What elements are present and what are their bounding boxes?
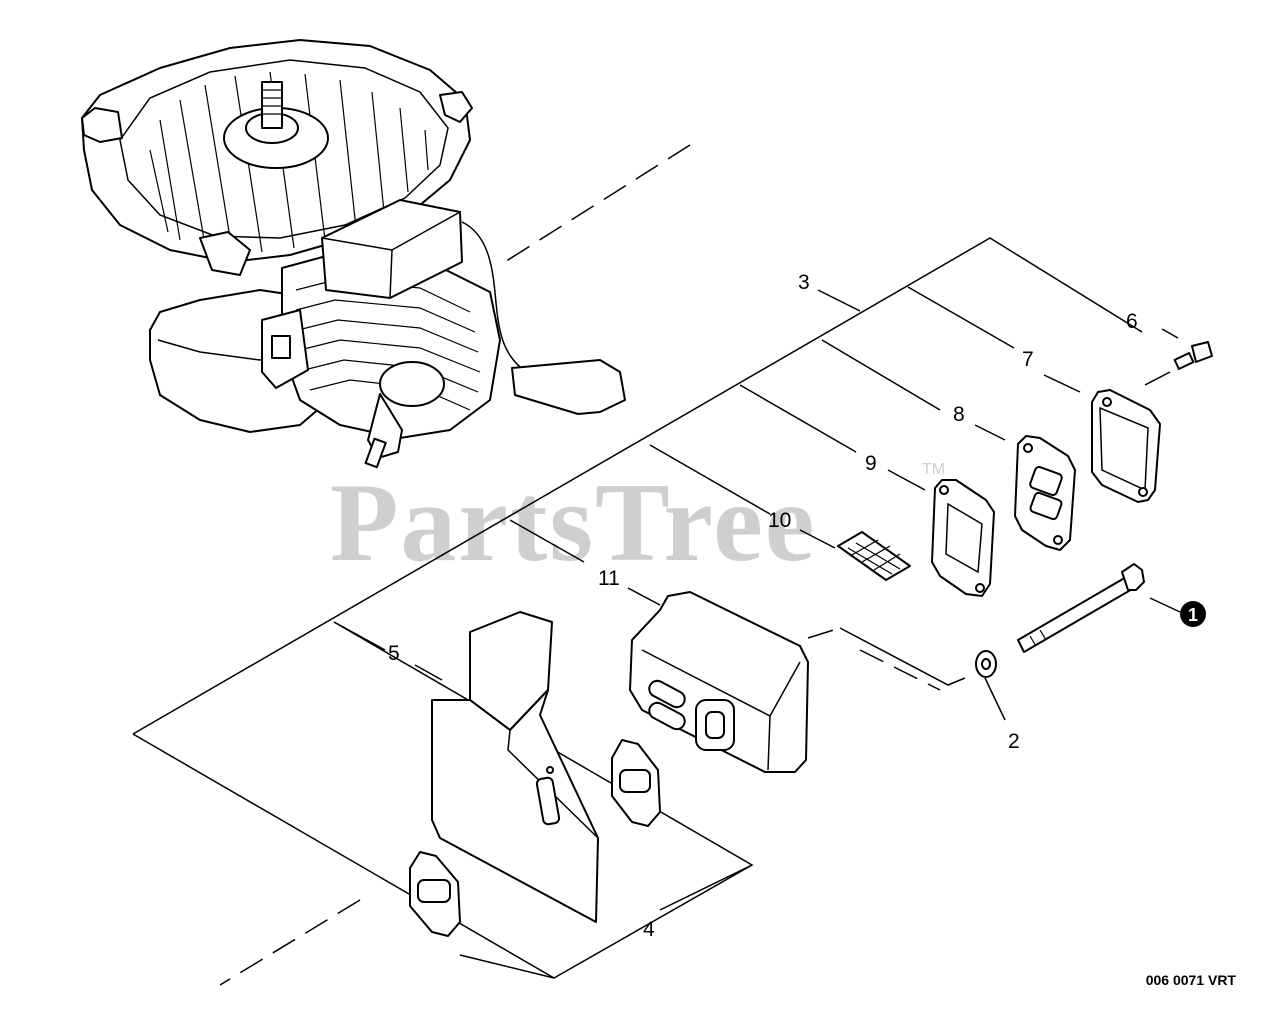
watermark-text: PartsTree xyxy=(330,461,817,585)
callout-5: 5 xyxy=(388,642,400,665)
callout-11: 11 xyxy=(598,567,620,590)
part-10-screen[interactable] xyxy=(837,531,911,581)
part-8-gasket[interactable] xyxy=(1014,435,1076,551)
drawing-number: 006 0071 VRT xyxy=(1146,972,1237,988)
callout-6: 6 xyxy=(1126,310,1138,333)
callout-10: 10 xyxy=(768,509,791,532)
callout-8: 8 xyxy=(953,403,965,426)
part-4-gasket-upper[interactable] xyxy=(611,739,661,827)
callout-9: 9 xyxy=(865,452,877,475)
part-9-gasket[interactable] xyxy=(931,479,995,597)
callout-4: 4 xyxy=(643,918,655,941)
part-7-plate[interactable] xyxy=(1091,389,1161,503)
callout-1: 1 xyxy=(1188,605,1198,625)
part-5-heat-shield[interactable] xyxy=(431,611,599,923)
callout-2: 2 xyxy=(1008,730,1020,753)
watermark-trademark: TM xyxy=(922,461,945,478)
engine-assembly[interactable] xyxy=(81,39,626,469)
part-11-muffler[interactable] xyxy=(629,591,809,773)
callout-3: 3 xyxy=(798,271,810,294)
callout-1-badge: 1 xyxy=(1180,601,1206,627)
callout-7: 7 xyxy=(1022,348,1034,371)
part-2-washer[interactable] xyxy=(975,650,997,678)
part-4-gasket-lower[interactable] xyxy=(409,851,461,937)
part-1-bolt[interactable] xyxy=(1017,563,1145,653)
part-6-screw[interactable] xyxy=(1173,341,1213,370)
